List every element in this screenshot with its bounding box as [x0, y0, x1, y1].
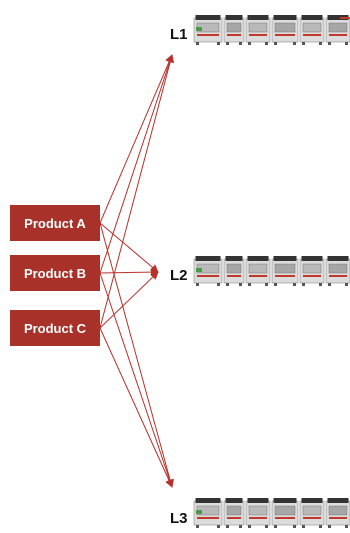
machines-layer [193, 15, 350, 528]
production-line-l3-image [193, 498, 350, 528]
arrow-product-b-to-l3 [99, 272, 174, 488]
production-line-l1-image [193, 15, 350, 45]
line-l2-label: L2 [170, 267, 188, 284]
production-line-l2-image [193, 256, 350, 286]
arrow-product-b-to-l1 [99, 54, 174, 274]
line-l3-label: L3 [170, 510, 188, 527]
arrow-product-c-to-l2 [99, 271, 159, 329]
accent-dash [340, 17, 350, 19]
product-b-box: Product B [10, 255, 100, 291]
arrow-product-c-to-l1 [99, 54, 175, 329]
arrow-product-a-to-l3 [99, 222, 174, 488]
arrow-product-a-to-l2 [99, 222, 159, 273]
arrow-product-c-to-l3 [99, 327, 173, 488]
product-c-box: Product C [10, 310, 100, 346]
arrow-product-b-to-l2 [99, 268, 159, 277]
product-c-label: Product C [23, 320, 87, 336]
product-b-label: Product B [23, 265, 87, 281]
line-l1-label: L1 [170, 26, 188, 43]
routing-arrows [99, 54, 175, 488]
product-a-label: Product A [24, 215, 86, 231]
product-a-box: Product A [10, 205, 100, 241]
arrow-product-a-to-l1 [99, 54, 173, 224]
